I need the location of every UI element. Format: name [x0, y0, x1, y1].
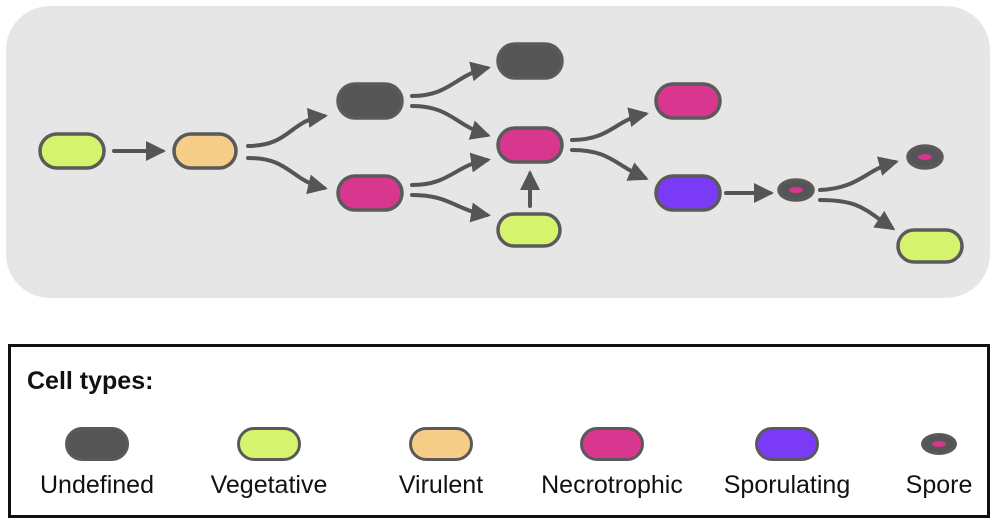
- legend-spore-core: [932, 441, 946, 447]
- cell-necrotrophic-2: [496, 126, 564, 164]
- arrow-spore-to-spore: [818, 156, 899, 192]
- cell-vegetative-2: [496, 212, 562, 248]
- arrow-necrotrophic-to-necrotrophic: [410, 152, 491, 187]
- legend-swatch-undefined: [65, 427, 129, 461]
- legend-label-undefined: Undefined: [40, 471, 154, 499]
- legend-swatch-necrotrophic: [580, 427, 644, 461]
- cell-vegetative-3: [896, 228, 964, 264]
- legend-item-vegetative: Vegetative: [179, 427, 359, 500]
- arrow-undefined-to-undefined: [410, 61, 491, 98]
- legend-item-spore: Spore: [849, 427, 1000, 500]
- legend-label-necrotrophic: Necrotrophic: [541, 471, 683, 499]
- cell-undefined-2: [496, 42, 564, 80]
- legend-label-spore: Spore: [905, 471, 973, 499]
- cell-sporulating: [654, 174, 722, 212]
- arrow-virulent-to-necrotrophic: [246, 156, 328, 195]
- legend-box: Cell types: Undefined Vegetative Virulen…: [8, 344, 990, 518]
- legend-title: Cell types:: [27, 367, 154, 395]
- arrow-necrotrophic-to-sporulating: [570, 148, 649, 181]
- cell-virulent: [172, 132, 238, 170]
- lifecycle-diagram: [6, 6, 990, 298]
- arrow-undefined-to-necrotrophic: [410, 104, 491, 140]
- spore-core-2: [918, 154, 932, 160]
- legend-item-virulent: Virulent: [351, 427, 531, 500]
- arrow-necrotrophic-to-vegetative: [410, 193, 491, 223]
- arrow-virulent-to-undefined: [246, 107, 328, 148]
- legend-label-vegetative: Vegetative: [210, 471, 328, 499]
- cell-vegetative-start: [38, 132, 106, 170]
- arrow-necrotrophic-to-necrotrophic-2: [570, 107, 649, 142]
- cell-necrotrophic-3: [654, 82, 722, 120]
- cell-undefined-1: [336, 82, 404, 120]
- cell-necrotrophic-1: [336, 174, 404, 212]
- legend-label-virulent: Virulent: [398, 471, 484, 499]
- legend-swatch-sporulating: [755, 427, 819, 461]
- spore-core-1: [789, 187, 803, 193]
- legend-label-sporulating: Sporulating: [723, 471, 851, 499]
- legend-item-necrotrophic: Necrotrophic: [522, 427, 702, 500]
- legend-item-undefined: Undefined: [7, 427, 187, 500]
- legend-swatch-vegetative: [237, 427, 301, 461]
- legend-item-sporulating: Sporulating: [697, 427, 877, 500]
- legend-swatch-virulent: [409, 427, 473, 461]
- arrow-spore-to-vegetative: [818, 198, 896, 231]
- legend-swatch-spore: [921, 433, 957, 455]
